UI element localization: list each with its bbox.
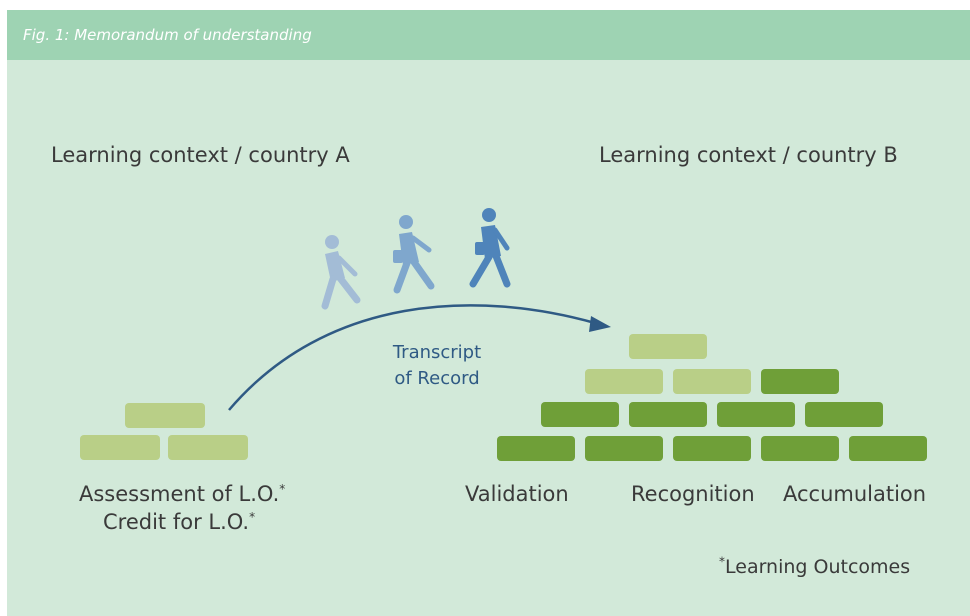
walker-figure-faded — [321, 235, 361, 310]
assessment-text: Assessment of L.O. — [79, 482, 280, 506]
assessment-label: Assessment of L.O.* — [79, 482, 285, 506]
brick-dark — [585, 436, 663, 461]
brick-light — [80, 435, 160, 460]
brick-dark — [673, 436, 751, 461]
figure-caption: Fig. 1: Memorandum of understanding — [23, 26, 312, 44]
brick-dark — [761, 436, 839, 461]
brick-dark — [541, 402, 619, 427]
brick-light — [629, 334, 707, 359]
brick-dark — [805, 402, 883, 427]
left-brick-stack — [80, 403, 248, 460]
right-brick-pyramid — [497, 334, 927, 461]
footnote: *Learning Outcomes — [719, 556, 910, 578]
caption-bar: Fig. 1: Memorandum of understanding — [7, 10, 970, 60]
footnote-text: Learning Outcomes — [725, 556, 911, 578]
brick-light — [168, 435, 248, 460]
figure: Fig. 1: Memorandum of understanding — [7, 10, 970, 616]
transcript-line-1: Transcript — [392, 342, 482, 363]
credit-label: Credit for L.O.* — [103, 510, 255, 534]
credit-text: Credit for L.O. — [103, 510, 250, 534]
brick-dark — [717, 402, 795, 427]
transcript-label: Transcript of Record — [377, 340, 497, 392]
brick-light — [125, 403, 205, 428]
brick-light — [585, 369, 663, 394]
brick-dark — [629, 402, 707, 427]
brick-dark — [497, 436, 575, 461]
arrow-head-icon — [589, 316, 611, 332]
asterisk-mark: * — [719, 554, 725, 569]
validation-label: Validation — [465, 482, 569, 506]
asterisk-mark: * — [249, 510, 256, 524]
transcript-line-2: of Record — [394, 368, 480, 389]
walker-figure-mid — [393, 215, 435, 294]
recognition-label: Recognition — [631, 482, 755, 506]
country-b-label: Learning context / country B — [599, 143, 898, 167]
asterisk-mark: * — [279, 482, 286, 496]
brick-dark — [849, 436, 927, 461]
brick-dark — [761, 369, 839, 394]
transfer-arrow — [228, 304, 596, 411]
accumulation-label: Accumulation — [783, 482, 927, 506]
brick-light — [673, 369, 751, 394]
diagram-graphic — [80, 208, 927, 461]
walker-figure-dark — [469, 208, 511, 288]
country-a-label: Learning context / country A — [51, 143, 350, 167]
